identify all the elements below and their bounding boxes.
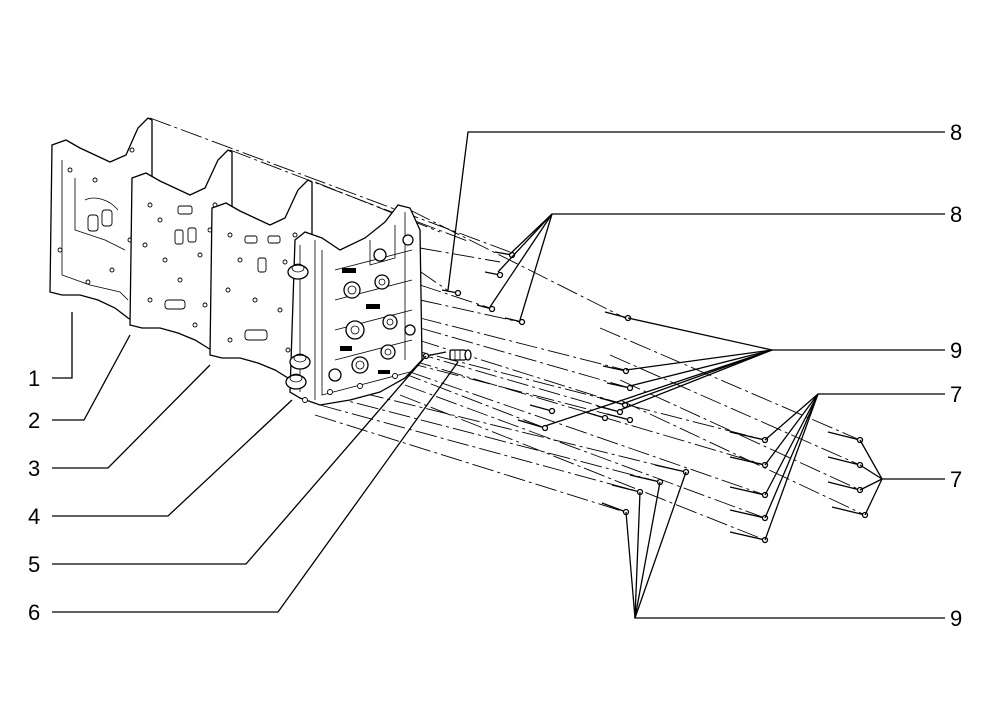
callout-4: 4 xyxy=(28,504,40,529)
callout-6: 6 xyxy=(28,600,40,625)
callout-7-upper: 7 xyxy=(950,382,962,407)
callout-labels: 1 2 3 4 5 6 7 7 8 8 9 9 xyxy=(28,120,962,631)
callout-9-lower: 9 xyxy=(950,606,962,631)
callout-3: 3 xyxy=(28,456,40,481)
leader-lines xyxy=(52,131,945,619)
callout-1: 1 xyxy=(28,366,40,391)
bolts-9-lower xyxy=(601,464,690,516)
gasket-plate-1 xyxy=(49,117,153,326)
callout-8-lower: 8 xyxy=(950,202,962,227)
callout-2: 2 xyxy=(28,408,40,433)
sensor-6 xyxy=(449,349,472,361)
callout-8-upper: 8 xyxy=(950,120,962,145)
callout-5: 5 xyxy=(28,552,40,577)
bolts-8 xyxy=(441,251,526,326)
bolts-9-upper xyxy=(517,311,634,432)
callout-9-upper: 9 xyxy=(950,338,962,363)
valve-body-4 xyxy=(285,204,423,406)
gasket-plate-3 xyxy=(209,179,313,386)
callout-7-lower: 7 xyxy=(950,467,962,492)
